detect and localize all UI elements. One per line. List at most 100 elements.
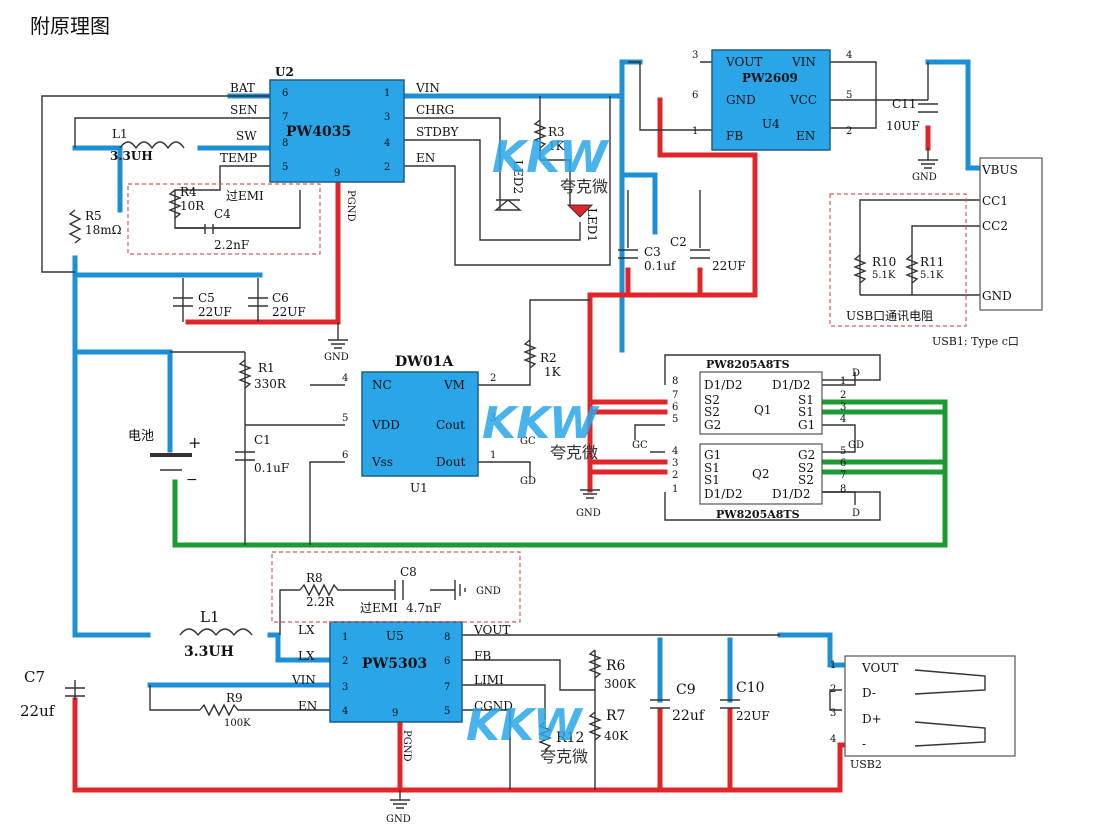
q2-num: 3	[672, 458, 678, 469]
u4-num: 6	[692, 90, 698, 101]
u1-num: 2	[490, 373, 496, 384]
usb2-pin: VOUT	[861, 661, 898, 675]
usb1-label: USB1: Type c口	[932, 335, 1019, 348]
q1-num: 4	[840, 414, 846, 425]
q2-num: 6	[840, 458, 846, 469]
q1-num: 2	[840, 390, 846, 401]
label-c5: C5	[198, 291, 215, 305]
emi-box-2	[271, 551, 521, 623]
page-title: 附原理图	[30, 14, 110, 38]
q1-pin: S2	[704, 405, 720, 419]
q1-ref: Q1	[754, 403, 771, 417]
u5-num: 2	[342, 656, 348, 667]
capacitor-c4	[175, 224, 300, 234]
u5-pin-l: EN	[298, 699, 317, 713]
label-c3-val: 0.1uf	[644, 259, 677, 273]
u1-num: 1	[490, 450, 496, 461]
green-traces	[172, 399, 948, 548]
label-c4-val: 2.2nF	[214, 238, 249, 252]
usb2-pin: -	[862, 737, 866, 751]
label-c2-val: 22UF	[712, 259, 746, 273]
u2-num: 4	[384, 138, 390, 149]
usb1-connector: VBUS CC1 CC2 GND USB1: Type c口	[932, 157, 1043, 348]
label-r9-val: 100K	[224, 718, 251, 729]
label-r8-val: 2.2R	[306, 595, 335, 609]
u2-num: 2	[384, 162, 390, 173]
u4-num: 4	[846, 50, 852, 61]
net-d: D	[852, 368, 860, 379]
label-led1: LED1	[585, 208, 599, 242]
label-c11: C11	[892, 97, 916, 111]
net-gnd: GND	[324, 352, 349, 363]
net-gnd: GND	[912, 172, 937, 183]
q2-num: 8	[840, 484, 846, 495]
label-r1-val: 330R	[254, 377, 287, 391]
u2-pin-r: CHRG	[416, 103, 454, 117]
capacitor-c11	[918, 103, 938, 113]
net-gnd: GND	[576, 508, 601, 519]
u2-pin-r: VIN	[415, 81, 440, 95]
watermark-logo: KKW	[482, 398, 600, 449]
q2-pin: S2	[798, 461, 814, 475]
led2-symbol	[494, 199, 522, 211]
net-d: D	[852, 508, 860, 519]
label-r8: R8	[306, 571, 323, 585]
label-c10-val: 22UF	[736, 709, 770, 723]
u2-num: 7	[282, 112, 288, 123]
q2-num: 1	[672, 484, 678, 495]
resistor-r2	[523, 339, 537, 369]
q2-pin: D1/D2	[772, 487, 811, 501]
u1-pin-l: NC	[372, 378, 392, 392]
net-gd: GD	[520, 476, 536, 487]
black-wires	[41, 61, 980, 790]
u5-num: 9	[392, 708, 398, 719]
q2-num: 7	[840, 470, 846, 481]
ground-symbol	[390, 790, 410, 809]
inductor-l1b	[179, 628, 253, 637]
ground-symbol	[580, 489, 600, 499]
emi-box-1	[127, 183, 321, 255]
u2-pin-r: STDBY	[416, 125, 459, 139]
u5-pin-r: LIMI	[474, 673, 504, 687]
q1-num: 6	[672, 402, 678, 413]
label-r6-val: 300K	[604, 677, 637, 691]
u2-pin-l: SEN	[230, 103, 257, 117]
u4-pin-r: EN	[796, 129, 815, 143]
q2-ref: Q2	[752, 467, 769, 481]
u1-pin-r: VM	[443, 378, 465, 392]
label-c10: C10	[736, 680, 765, 696]
q1-num: 3	[840, 402, 846, 413]
u1-num: 6	[342, 450, 348, 461]
resistor-r1	[238, 359, 252, 389]
u2-num: 1	[384, 88, 390, 99]
usb1-pin: GND	[982, 289, 1012, 303]
usb1-pin: CC2	[982, 219, 1008, 233]
label-r10-val: 5.1K	[872, 270, 896, 281]
ground-symbol	[918, 159, 938, 169]
mosfet-q1: PW8205A8TS Q1 D1/D2 S2 S2 G2 D1/D2 S1 S1…	[672, 358, 846, 435]
label-r2-val: 1K	[544, 365, 562, 379]
label-r11: R11	[920, 255, 944, 269]
label-c1-val: 0.1uF	[254, 461, 289, 475]
u1-pin-r: Dout	[436, 455, 466, 469]
u5-num: 4	[342, 706, 348, 717]
u2-num: 5	[282, 162, 288, 173]
label-l1b-val: 3.3UH	[184, 644, 234, 660]
red-traces	[72, 97, 931, 793]
chip-u4: PW2609 U4 VOUT GND FB 3 6 1 VIN VCC EN 4…	[692, 49, 852, 151]
u2-name: PW4035	[286, 124, 351, 140]
capacitor-c2	[690, 249, 710, 259]
u2-pin-l: BAT	[230, 81, 255, 95]
usb2-connector: VOUT D- D+ - 1 2 3 4 USB2	[830, 655, 1016, 771]
label-usb-res: USB口通讯电阻	[846, 309, 933, 323]
q1-num: 7	[672, 390, 678, 401]
u4-ref: U4	[762, 117, 780, 131]
label-c3: C3	[644, 245, 661, 259]
capacitor-c10	[720, 699, 740, 709]
usb1-pin: VBUS	[981, 163, 1018, 177]
watermark-text: 夸克微	[560, 177, 608, 196]
q1-pin: S1	[798, 393, 814, 407]
q2-title: PW8205A8TS	[716, 508, 800, 521]
usb-res-box	[829, 193, 967, 327]
